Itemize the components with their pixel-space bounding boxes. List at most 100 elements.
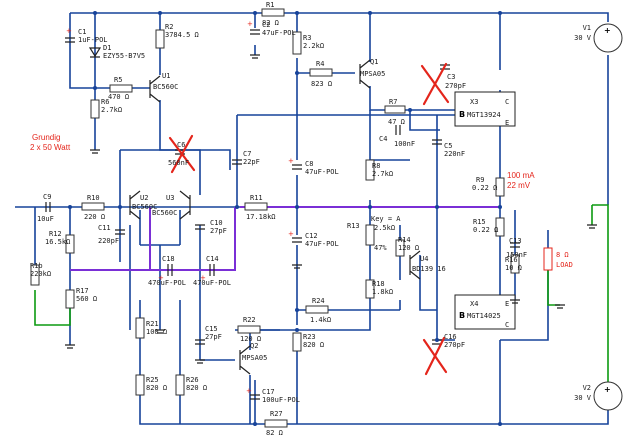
label-u4: U4	[420, 255, 428, 263]
resistor-r15	[495, 217, 505, 237]
label-r4: R4	[316, 60, 324, 68]
junction-dots	[68, 11, 502, 426]
svg-text:+: +	[247, 20, 253, 28]
label-u1: U1	[162, 72, 170, 80]
value-u2: BC560C	[132, 203, 157, 211]
value-c5: 220nF	[444, 150, 465, 158]
transistor-u2	[129, 190, 141, 220]
title-line2: 2 x 50 Watt	[30, 143, 71, 152]
label-c7: C7	[243, 150, 251, 158]
label-c18: C18	[162, 255, 175, 263]
load-resistor	[543, 247, 553, 271]
svg-text:+: +	[288, 230, 294, 238]
label-r22: R22	[243, 316, 256, 324]
cap-c8	[292, 164, 302, 170]
resistor-r17	[65, 289, 75, 309]
label-r2: R2	[165, 23, 173, 31]
v2-plus: +	[604, 385, 611, 394]
value-c4: 100nF	[394, 140, 415, 148]
x3-c: C	[505, 98, 509, 106]
label-r24: R24	[312, 297, 325, 305]
resistor-r24	[305, 305, 329, 314]
cap-c7	[232, 159, 242, 165]
label-c17: C17	[262, 388, 275, 396]
x4-c: C	[505, 321, 509, 329]
load-value: 8 Ω	[556, 251, 569, 259]
value-r10: 220 Ω	[84, 213, 105, 221]
supply-v1: V1 30 V +	[574, 23, 623, 53]
x3-part: MGT13924	[467, 111, 501, 119]
label-c14: C14	[206, 255, 219, 263]
svg-text:+: +	[246, 387, 252, 395]
resistors	[30, 8, 553, 428]
value-r25: 820 Ω	[146, 384, 167, 392]
label-c9: C9	[43, 193, 51, 201]
label-r27: R27	[270, 410, 283, 418]
ground-icon	[65, 344, 75, 349]
x3-e: E	[505, 119, 509, 127]
value-c14: 470uF-POL	[193, 279, 231, 287]
cap-c11	[115, 229, 125, 235]
label-r10: R10	[87, 194, 100, 202]
label-c5: C5	[444, 142, 452, 150]
cap-c13	[510, 242, 520, 248]
resistor-r18	[365, 279, 375, 299]
transistor-q1	[359, 59, 371, 89]
crossed-out-marks	[168, 62, 450, 376]
v2-value: 30 V	[574, 394, 592, 402]
value-r23: 820 Ω	[303, 341, 324, 349]
load-label: LOAD	[556, 261, 573, 269]
label-r3: R3	[303, 34, 311, 42]
value-c2: 47uF-POL	[262, 29, 296, 37]
x3-b: B	[459, 110, 465, 119]
ground-icon	[587, 224, 597, 229]
value-r18: 1.8kΩ	[372, 288, 393, 296]
x4-part: MGT14025	[467, 312, 501, 320]
resistor-r21	[135, 317, 145, 339]
x3-name: X3	[470, 98, 478, 106]
value-c16: 270pF	[444, 341, 465, 349]
ground-icon	[292, 264, 302, 269]
label-r25: R25	[146, 376, 159, 384]
label-c8: C8	[305, 160, 313, 168]
label-r23: R23	[303, 333, 316, 341]
value-r7: 47 Ω	[388, 118, 405, 126]
ground-icon	[555, 304, 565, 309]
value-r13: 2.5kΩ	[374, 224, 395, 232]
value-r1b: 220kΩ	[30, 270, 51, 278]
label-u2: U2	[140, 194, 148, 202]
cross-c6	[168, 134, 196, 174]
label-c13: C13	[509, 237, 522, 245]
value-r2: 3784.5 Ω	[165, 31, 199, 39]
value-c7: 22pF	[243, 158, 260, 166]
label-r15: R15	[473, 218, 486, 226]
label-c1: C1	[78, 28, 86, 36]
resistor-r11	[244, 202, 268, 211]
label-r13: R13	[347, 222, 360, 230]
cap-c5	[432, 139, 442, 145]
v1-plus: +	[604, 26, 611, 35]
resistor-r5	[109, 84, 133, 93]
polarity-marks: + + + + + + +	[66, 20, 294, 395]
value-r8: 2.7kΩ	[372, 170, 393, 178]
label-r17: R17	[76, 287, 89, 295]
cross-c16	[422, 336, 448, 376]
cap-c1	[65, 37, 75, 43]
resistor-r1b	[30, 264, 40, 286]
value-c1: 1uF-POL	[78, 36, 108, 44]
transistor-u1	[149, 75, 161, 103]
resistor-r27	[264, 419, 288, 428]
voltage-note: 22 mV	[507, 181, 531, 190]
value-r22: 120 Ω	[240, 335, 261, 343]
value-u4: BD139 16	[412, 265, 446, 273]
cap-c4	[395, 125, 401, 135]
label-c10: C10	[210, 219, 223, 227]
resistor-r9	[495, 177, 505, 197]
x4-e: E	[505, 300, 509, 308]
value-r24: 1.4kΩ	[310, 316, 331, 324]
green-wires	[34, 204, 609, 385]
resistor-r1	[261, 8, 285, 17]
v1-name: V1	[583, 24, 591, 32]
transistor-u4	[409, 250, 421, 280]
